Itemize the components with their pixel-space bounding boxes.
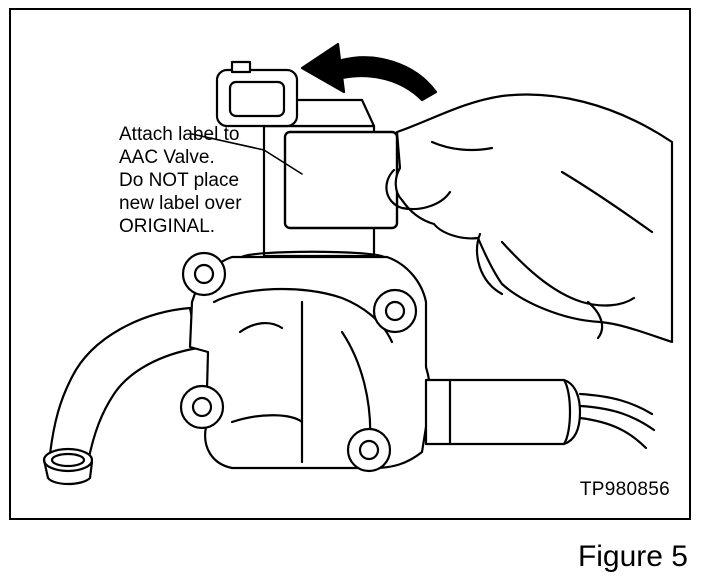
callout-line: Attach label to: [119, 124, 240, 145]
callout-text: Attach label to AAC Valve. Do NOT place …: [119, 123, 242, 238]
aac-label: [283, 130, 399, 230]
hose-pipe: [42, 306, 200, 486]
figure-caption: Figure 5: [577, 540, 688, 573]
figure-frame: Attach label to AAC Valve. Do NOT place …: [9, 8, 691, 520]
valve-body: [188, 255, 432, 470]
electrical-connector: [215, 68, 299, 128]
callout-line: Do NOT place: [119, 170, 240, 191]
mounting-bosses: [179, 251, 418, 473]
callout-line: AAC Valve.: [119, 147, 215, 168]
rotation-arrow: [300, 42, 438, 102]
solenoid-and-wires: [424, 378, 656, 450]
hand: [385, 93, 674, 344]
aac-valve-illustration: [42, 42, 674, 486]
callout-leader-line: [191, 133, 303, 175]
reference-code: TP980856: [579, 479, 670, 500]
callout-line: new label over: [119, 193, 242, 214]
callout-line: ORIGINAL.: [119, 216, 216, 237]
